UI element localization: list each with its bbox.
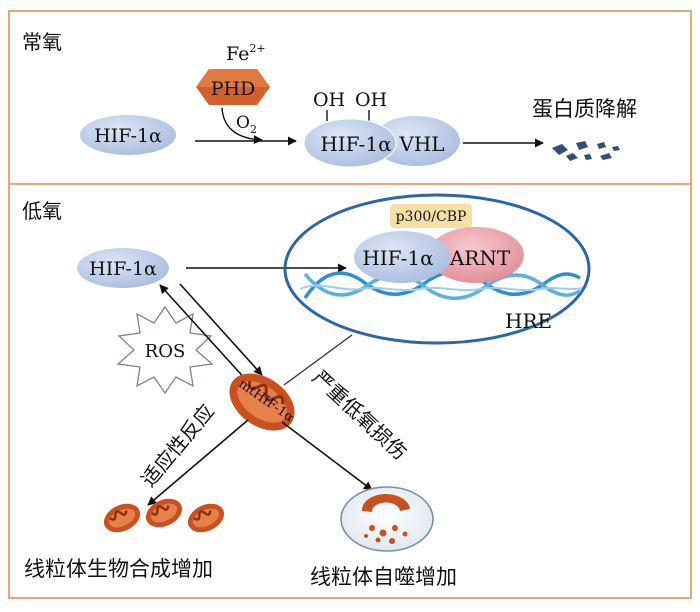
hre-label: HRE — [505, 309, 552, 333]
mitochondrion — [229, 373, 295, 431]
normoxia-hif-bound-label: HIF-1α — [320, 132, 391, 156]
coactivator-box — [390, 204, 472, 228]
mito-to-nucleus-line — [283, 334, 353, 386]
hre-dna-helix — [299, 270, 583, 300]
hypoxia-hif-bound-ellipse — [354, 231, 450, 283]
normoxia-title: 常氧 — [22, 30, 62, 54]
nucleus-outline — [283, 193, 591, 345]
coactivator-label: p300/CBP — [396, 209, 467, 225]
vhl-ellipse — [372, 116, 460, 166]
biogenesis-arrow — [147, 419, 249, 506]
normoxia-hif-bound-ellipse — [303, 118, 397, 168]
autophagosome-mito — [361, 493, 410, 512]
normoxia-hif-label: HIF-1α — [94, 125, 162, 147]
adaptive-response-label: 适应性反应 — [136, 399, 219, 491]
severe-injury-label: 严重低氧损伤 — [308, 365, 412, 464]
phd-hexagon-shade — [196, 69, 270, 87]
normoxia-hif-ellipse — [80, 115, 176, 155]
hypoxia-hif-ellipse — [77, 248, 169, 288]
mito-to-hif-arrow — [159, 284, 249, 383]
biogenesis-label: 线粒体生物合成增加 — [24, 557, 213, 581]
protein-fragments — [552, 141, 620, 161]
ros-starburst — [116, 305, 214, 395]
autophagosome-vesicle — [340, 486, 434, 552]
autophagy-label: 线粒体自噬增加 — [310, 565, 457, 589]
biogenesis-mitochondria — [103, 498, 225, 533]
phd-label: PHD — [211, 78, 256, 100]
oxygen-label: O2 — [236, 113, 257, 136]
arnt-ellipse — [428, 227, 524, 283]
autophagy-arrow — [281, 421, 373, 491]
phd-curved-arrow — [221, 107, 263, 145]
arnt-label: ARNT — [449, 246, 511, 270]
hypoxia-panel — [8, 183, 692, 599]
vhl-label: VHL — [398, 132, 444, 156]
ros-label: ROS — [145, 341, 186, 362]
hypoxia-hif-bound-label: HIF-1α — [362, 246, 433, 270]
degradation-label: 蛋白质降解 — [532, 97, 637, 121]
hypoxia-hif-label: HIF-1α — [89, 258, 157, 280]
hypoxia-title: 低氧 — [22, 199, 62, 223]
iron-label: Fe2+ — [226, 42, 266, 65]
hydroxyl-label-2: OH — [355, 89, 387, 111]
autophagosome-fragments — [364, 525, 408, 544]
hydroxyl-label-1: OH — [313, 89, 345, 111]
hif-to-mito-arrow — [179, 283, 263, 376]
